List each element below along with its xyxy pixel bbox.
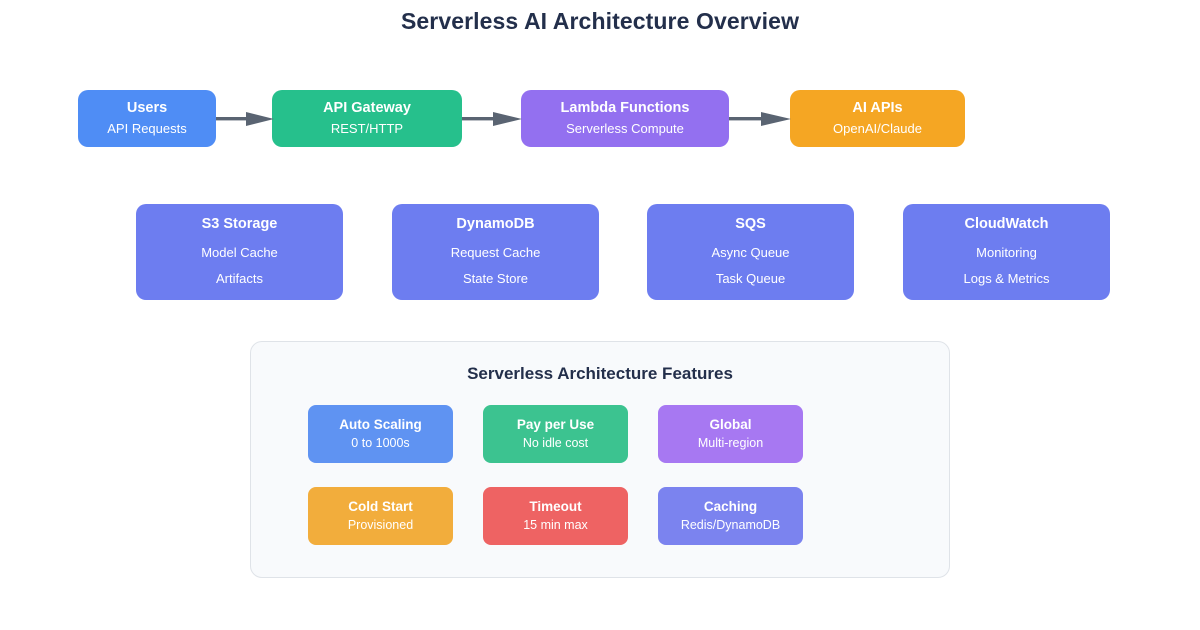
features-chip-grid: Auto Scaling 0 to 1000s Pay per Use No i… (308, 405, 894, 545)
flow-node-ai-apis[interactable]: AI APIs OpenAI/Claude (790, 90, 965, 147)
flow-node-users[interactable]: Users API Requests (78, 90, 216, 147)
feature-chip-title: Pay per Use (516, 416, 595, 432)
service-card-title: S3 Storage (201, 216, 278, 233)
service-card-s3-storage[interactable]: S3 Storage Model Cache Artifacts (136, 204, 343, 300)
flow-node-lambda-functions[interactable]: Lambda Functions Serverless Compute (521, 90, 729, 147)
feature-chip-global[interactable]: Global Multi-region (658, 405, 803, 463)
feature-chip-title: Cold Start (348, 498, 413, 514)
flow-node-title: Lambda Functions (560, 100, 690, 117)
service-card-line1: Monitoring (976, 244, 1037, 260)
service-card-line1: Async Queue (711, 244, 790, 260)
feature-chip-title: Global (709, 416, 752, 432)
service-card-line2: State Store (462, 271, 529, 287)
flow-node-subtitle: API Requests (107, 121, 187, 137)
service-card-line2: Artifacts (216, 271, 263, 287)
features-panel: Serverless Architecture Features Auto Sc… (250, 341, 950, 578)
service-card-line1: Model Cache (201, 244, 278, 260)
service-card-cloudwatch[interactable]: CloudWatch Monitoring Logs & Metrics (903, 204, 1110, 300)
flow-node-title: Users (126, 100, 168, 117)
flow-node-api-gateway[interactable]: API Gateway REST/HTTP (272, 90, 462, 147)
service-card-title: SQS (735, 216, 766, 233)
feature-chip-pay-per-use[interactable]: Pay per Use No idle cost (483, 405, 628, 463)
flow-node-title: API Gateway (323, 100, 411, 117)
flow-node-subtitle: OpenAI/Claude (833, 121, 922, 137)
service-card-line2: Task Queue (715, 271, 786, 287)
feature-chip-cold-start[interactable]: Cold Start Provisioned (308, 487, 453, 545)
feature-chip-auto-scaling[interactable]: Auto Scaling 0 to 1000s (308, 405, 453, 463)
flow-node-subtitle: Serverless Compute (566, 121, 684, 137)
service-card-sqs[interactable]: SQS Async Queue Task Queue (647, 204, 854, 300)
service-card-title: CloudWatch (964, 216, 1049, 233)
arrow-right-icon (462, 112, 522, 126)
features-panel-title: Serverless Architecture Features (467, 364, 733, 383)
arrow-right-icon (729, 112, 791, 126)
service-card-line1: Request Cache (450, 244, 541, 260)
feature-chip-subtitle: Multi-region (697, 435, 764, 450)
flow-node-title: AI APIs (852, 100, 903, 117)
arrow-right-icon (216, 112, 274, 126)
feature-chip-subtitle: 15 min max (523, 517, 588, 532)
feature-chip-title: Caching (703, 498, 758, 514)
service-card-title: DynamoDB (456, 216, 535, 233)
feature-chip-subtitle: Redis/DynamoDB (680, 517, 781, 532)
feature-chip-subtitle: Provisioned (347, 517, 414, 532)
feature-chip-subtitle: 0 to 1000s (351, 435, 410, 450)
service-card-line2: Logs & Metrics (963, 271, 1050, 287)
page-title: Serverless AI Architecture Overview (400, 8, 800, 34)
feature-chip-timeout[interactable]: Timeout 15 min max (483, 487, 628, 545)
feature-chip-title: Timeout (529, 498, 582, 514)
flow-node-subtitle: REST/HTTP (330, 121, 404, 137)
feature-chip-subtitle: No idle cost (522, 435, 589, 450)
feature-chip-caching[interactable]: Caching Redis/DynamoDB (658, 487, 803, 545)
feature-chip-title: Auto Scaling (339, 416, 422, 432)
service-card-dynamodb[interactable]: DynamoDB Request Cache State Store (392, 204, 599, 300)
